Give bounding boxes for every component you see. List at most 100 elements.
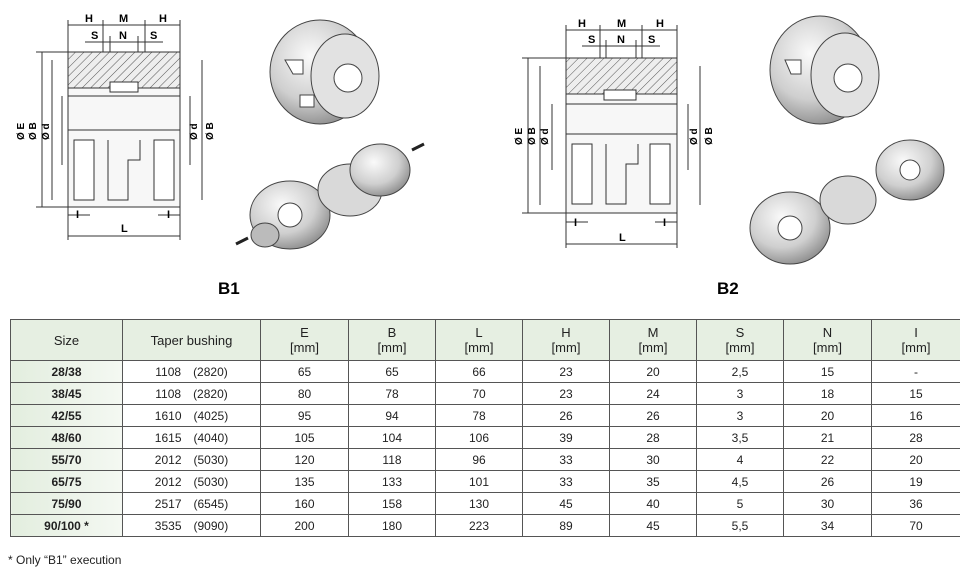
b2-dim-b: Ø B [527, 127, 538, 145]
b2-dim-n: N [617, 34, 625, 46]
cell-h: 33 [522, 470, 610, 493]
cell-l: 78 [435, 404, 523, 427]
b2-coupling-illustration [769, 15, 880, 125]
cell-b: 133 [348, 470, 436, 493]
b2-dim-d: Ø d [540, 128, 551, 145]
cell-m: 30 [609, 448, 697, 471]
b2-dim-m: M [617, 18, 626, 30]
column-header-label: M [647, 325, 659, 340]
cell-l: 70 [435, 382, 523, 405]
size-cell: 28/38 [10, 360, 123, 383]
bushing-alt-code: (5030) [193, 474, 229, 489]
taper-bushing-cell: 3535(9090) [122, 514, 261, 537]
b2-exploded-illustration [749, 139, 945, 265]
cell-s: 4 [696, 448, 784, 471]
b2-label: B2 [717, 279, 739, 298]
b2-dim-s-left: S [588, 34, 595, 46]
b2-dim-i-right: I [663, 217, 666, 229]
b1-coupling-illustration [269, 19, 380, 125]
column-header-label: Size [53, 332, 80, 348]
cell-e: 80 [260, 382, 349, 405]
b1-dim-h-right: H [159, 13, 167, 25]
b1-dim-b: Ø B [28, 122, 39, 140]
column-header-unit: [mm] [377, 340, 407, 355]
cell-i: - [871, 360, 960, 383]
bushing-code: 2012 [154, 452, 182, 467]
column-header-label: E [300, 325, 309, 340]
taper-bushing-cell: 1108(2820) [122, 382, 261, 405]
b1-exploded-illustration [235, 142, 425, 250]
footnote: * Only “B1” execution [8, 553, 122, 567]
bushing-alt-code: (2820) [193, 386, 228, 401]
column-header-label: H [561, 325, 571, 340]
b1-dim-i-left: I [76, 209, 79, 221]
b1-dim-l: L [121, 223, 128, 235]
b1-dim-m: M [119, 13, 128, 25]
cell-n: 21 [783, 426, 872, 449]
cell-l: 96 [435, 448, 523, 471]
size-cell: 75/90 [10, 492, 123, 515]
cell-l: 66 [435, 360, 523, 383]
cell-e: 65 [260, 360, 349, 383]
size-cell: 42/55 [10, 404, 123, 427]
b1-dim-b-right: Ø B [205, 122, 216, 140]
b1-dim-s-right: S [150, 30, 157, 42]
cell-m: 24 [609, 382, 697, 405]
bushing-alt-code: (9090) [193, 518, 229, 533]
cell-e: 160 [260, 492, 349, 515]
cell-n: 26 [783, 470, 872, 493]
b1-dim-s-left: S [91, 30, 98, 42]
cell-s: 5 [696, 492, 784, 515]
bushing-alt-code: (6545) [193, 496, 229, 511]
b2-dim-s-right: S [648, 34, 655, 46]
b2-dim-h-left: H [578, 18, 586, 30]
column-header: H[mm] [522, 319, 610, 361]
bushing-code: 1615 [154, 430, 182, 445]
cell-b: 104 [348, 426, 436, 449]
cell-l: 106 [435, 426, 523, 449]
cell-e: 135 [260, 470, 349, 493]
column-header: B[mm] [348, 319, 436, 361]
column-header-unit: [mm] [901, 340, 931, 355]
cell-n: 18 [783, 382, 872, 405]
column-header-unit: [mm] [813, 340, 842, 355]
cell-s: 3 [696, 404, 784, 427]
cell-n: 15 [783, 360, 872, 383]
bushing-alt-code: (4025) [193, 408, 229, 423]
column-header-unit: [mm] [551, 340, 581, 355]
cell-s: 4,5 [696, 470, 784, 493]
cell-m: 28 [609, 426, 697, 449]
cell-i: 20 [871, 448, 960, 471]
size-cell: 55/70 [10, 448, 123, 471]
b1-dim-e: Ø E [16, 122, 27, 140]
cell-i: 36 [871, 492, 960, 515]
cell-b: 78 [348, 382, 436, 405]
b1-dim-n: N [119, 30, 127, 42]
b1-section-drawing [36, 20, 203, 240]
cell-n: 22 [783, 448, 872, 471]
cell-i: 16 [871, 404, 960, 427]
bushing-alt-code: (5030) [193, 452, 229, 467]
b2-section-drawing [522, 25, 701, 248]
cell-l: 130 [435, 492, 523, 515]
column-header-label: S [735, 325, 745, 340]
size-cell: 65/75 [10, 470, 123, 493]
column-header: N[mm] [783, 319, 872, 361]
size-cell: 38/45 [10, 382, 123, 405]
column-header: M[mm] [609, 319, 697, 361]
cell-m: 40 [609, 492, 697, 515]
taper-bushing-cell: 2012(5030) [122, 470, 261, 493]
b2-dim-l: L [619, 232, 626, 244]
cell-h: 23 [522, 382, 610, 405]
taper-bushing-cell: 1108(2820) [122, 360, 261, 383]
size-cell: 90/100 * [10, 514, 123, 537]
cell-i: 70 [871, 514, 960, 537]
cell-m: 20 [609, 360, 697, 383]
bushing-code: 1610 [154, 408, 182, 423]
cell-e: 120 [260, 448, 349, 471]
